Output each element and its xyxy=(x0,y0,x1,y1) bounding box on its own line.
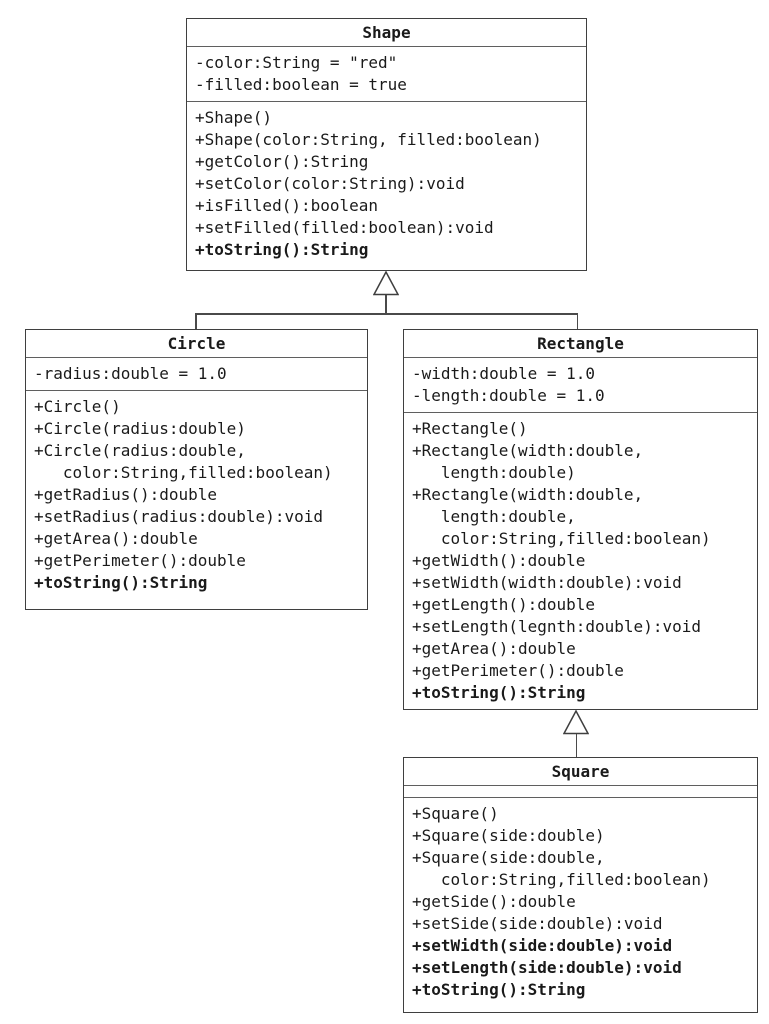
member-line: +getWidth():double xyxy=(412,551,586,570)
class-methods: +Rectangle() +Rectangle(width:double, len… xyxy=(404,413,757,709)
member-line: +getPerimeter():double xyxy=(412,661,624,680)
member-line: length:double, xyxy=(412,507,576,526)
generalization-arrow-icon xyxy=(563,710,589,735)
member-line: +setRadius(radius:double):void xyxy=(34,507,323,526)
member-line: -width:double = 1.0 xyxy=(412,364,596,383)
member-line: +Square(side:double) xyxy=(412,826,605,845)
member-line: +toString():String xyxy=(195,240,369,259)
connector-drop-rectangle xyxy=(576,313,578,330)
member-line: +setSide(side:double):void xyxy=(412,914,663,933)
member-line: +Rectangle() xyxy=(412,419,528,438)
class-title: Shape xyxy=(187,19,586,47)
member-line: +Circle(radius:double, xyxy=(34,441,246,460)
member-line: +Circle(radius:double) xyxy=(34,419,246,438)
member-line: -filled:boolean = true xyxy=(195,75,407,94)
class-attributes: -radius:double = 1.0 xyxy=(26,358,367,391)
class-attributes: -width:double = 1.0 -length:double = 1.0 xyxy=(404,358,757,413)
member-line: +getLength():double xyxy=(412,595,596,614)
generalization-arrow-icon xyxy=(373,271,399,296)
class-box-circle: Circle -radius:double = 1.0 +Circle()+Ci… xyxy=(25,329,368,610)
class-title: Circle xyxy=(26,330,367,358)
connector-stem-shape xyxy=(385,295,387,314)
member-line: color:String,filled:boolean) xyxy=(34,463,333,482)
member-line: +Circle() xyxy=(34,397,121,416)
class-title: Square xyxy=(404,758,757,786)
member-line: +Square() xyxy=(412,804,499,823)
member-line: +getPerimeter():double xyxy=(34,551,246,570)
member-line: +getArea():double xyxy=(412,639,576,658)
member-line: +toString():String xyxy=(34,573,208,592)
connector-branch-bar xyxy=(195,313,578,315)
member-line: +toString():String xyxy=(412,980,586,999)
class-title: Rectangle xyxy=(404,330,757,358)
member-line: +setColor(color:String):void xyxy=(195,174,465,193)
member-line: +toString():String xyxy=(412,683,586,702)
class-attributes xyxy=(404,786,757,798)
member-line: color:String,filled:boolean) xyxy=(412,870,711,889)
class-box-rectangle: Rectangle -width:double = 1.0 -length:dou… xyxy=(403,329,758,710)
member-line: +getArea():double xyxy=(34,529,198,548)
class-methods: +Circle() +Circle(radius:double) +Circle(r… xyxy=(26,391,367,609)
connector-drop-circle xyxy=(195,313,197,330)
member-line: +Shape() xyxy=(195,108,273,127)
member-line: +Shape(color:String, filled:boolean) xyxy=(195,130,542,149)
member-line: +Square(side:double, xyxy=(412,848,605,867)
member-line: -length:double = 1.0 xyxy=(412,386,605,405)
member-line: +setLength(side:double):void xyxy=(412,958,682,977)
connector-stem-square xyxy=(575,734,577,757)
member-line: +Rectangle(width:double, xyxy=(412,441,644,460)
class-attributes: -color:String = "red" -filled:boolean = t… xyxy=(187,47,586,102)
class-box-shape: Shape -color:String = "red" -filled:boole… xyxy=(186,18,587,271)
member-line: +setWidth(side:double):void xyxy=(412,936,673,955)
member-line: +setFilled(filled:boolean):void xyxy=(195,218,494,237)
member-line: +getSide():double xyxy=(412,892,576,911)
member-line: +setLength(legnth:double):void xyxy=(412,617,701,636)
member-line: +isFilled():boolean xyxy=(195,196,379,215)
member-line: color:String,filled:boolean) xyxy=(412,529,711,548)
member-line: +Rectangle(width:double, xyxy=(412,485,644,504)
class-methods: +Square() +Square(side:double) +Square(sid… xyxy=(404,798,757,1012)
member-line: length:double) xyxy=(412,463,576,482)
class-methods: +Shape() +Shape(color:String, filled:bool… xyxy=(187,102,586,270)
member-line: -radius:double = 1.0 xyxy=(34,364,227,383)
member-line: +getColor():String xyxy=(195,152,369,171)
member-line: +setWidth(width:double):void xyxy=(412,573,682,592)
member-line: -color:String = "red" xyxy=(195,53,398,72)
class-box-square: Square +Square()+Square(side:double)+Squ… xyxy=(403,757,758,1013)
member-line: +getRadius():double xyxy=(34,485,218,504)
